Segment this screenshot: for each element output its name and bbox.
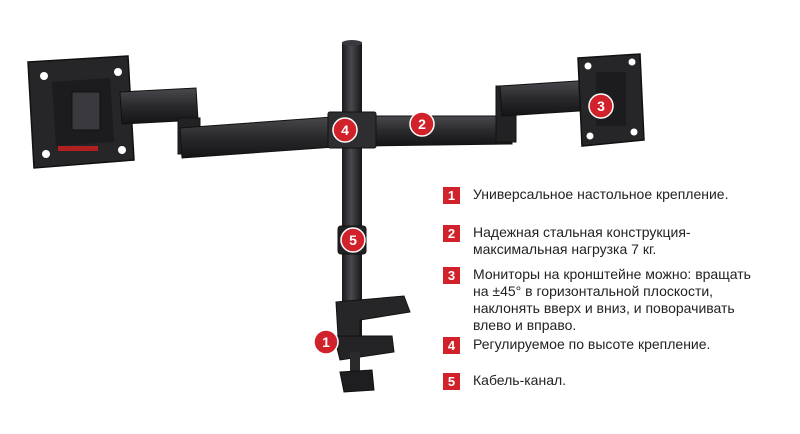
legend-number: 5 [443, 373, 460, 390]
left-vesa-plate [27, 55, 135, 169]
mount-pole [342, 40, 362, 342]
legend-item-1: 1 Универсальное настольное крепление. [443, 186, 778, 204]
badge-2: 2 [409, 111, 435, 137]
legend-text: Регулируемое по высоте крепление. [473, 336, 711, 352]
badge-3: 3 [588, 93, 614, 119]
legend-number: 4 [443, 337, 460, 354]
badge-5: 5 [340, 227, 366, 253]
legend-item-4: 4 Регулируемое по высоте крепление. [443, 336, 778, 354]
legend-text: Кабель-канал. [473, 372, 567, 388]
legend-number: 3 [443, 267, 460, 284]
badge-3-label: 3 [597, 98, 605, 114]
legend-text: Универсальное настольное крепление. [473, 186, 729, 202]
desk-clamp [333, 295, 411, 393]
left-arm [119, 87, 349, 159]
legend-item-5: 5 Кабель-канал. [443, 372, 778, 390]
legend-text: Надежная стальная конструкция- максималь… [473, 224, 691, 257]
badge-5-label: 5 [349, 232, 357, 248]
legend-text: Мониторы на кронштейне можно: вращать на… [473, 266, 751, 333]
badge-1-label: 1 [322, 334, 330, 350]
legend-item-2: 2 Надежная стальная конструкция- максима… [443, 224, 778, 258]
badge-2-label: 2 [418, 116, 426, 132]
badge-4: 4 [332, 117, 358, 143]
legend-number: 2 [443, 225, 460, 242]
badge-1: 1 [313, 329, 339, 355]
legend-number: 1 [443, 187, 460, 204]
right-arm [355, 79, 595, 147]
badge-4-label: 4 [341, 122, 349, 138]
legend-item-3: 3 Мониторы на кронштейне можно: вращать … [443, 266, 778, 334]
